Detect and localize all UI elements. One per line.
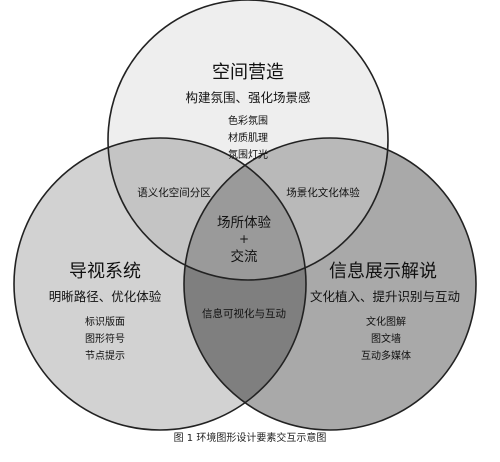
outline-left <box>13 137 307 431</box>
center-label-line2: 交流 <box>231 248 258 265</box>
top-circle-item: 色彩氛围 <box>228 114 268 127</box>
figure-caption: 图 1 环境图形设计要素交互示意图 <box>173 433 327 444</box>
overlap-top-left-label: 语义化空间分区 <box>137 186 211 199</box>
right-circle-item: 互动多媒体 <box>361 349 411 362</box>
left-circle-subtitle: 明晰路径、优化体验 <box>49 289 162 304</box>
right-circle-subtitle: 文化植入、提升识别与互动 <box>310 289 460 304</box>
center-label-plus: + <box>239 232 249 246</box>
top-circle-title: 空间营造 <box>212 62 284 83</box>
overlap-left-right-label: 信息可视化与互动 <box>202 307 286 320</box>
right-circle-title: 信息展示解说 <box>329 261 437 282</box>
top-circle-subtitle: 构建氛围、强化场景感 <box>185 90 310 105</box>
outline-top <box>107 0 389 281</box>
top-circle-item: 材质肌理 <box>228 131 268 144</box>
left-circle-title: 导视系统 <box>69 261 141 282</box>
left-circle-item: 标识版面 <box>85 315 125 328</box>
overlap-top-right-label: 场景化文化体验 <box>286 186 360 199</box>
right-circle-item: 图文墙 <box>371 332 401 345</box>
top-circle-item: 氛围灯光 <box>228 148 268 161</box>
outline-right <box>183 137 477 431</box>
left-circle-item: 节点提示 <box>85 350 125 362</box>
center-label-line1: 场所体验 <box>217 215 271 231</box>
right-circle-item: 文化图解 <box>366 315 406 328</box>
left-circle-item: 图形符号 <box>85 332 125 345</box>
overlap-center <box>184 138 306 280</box>
